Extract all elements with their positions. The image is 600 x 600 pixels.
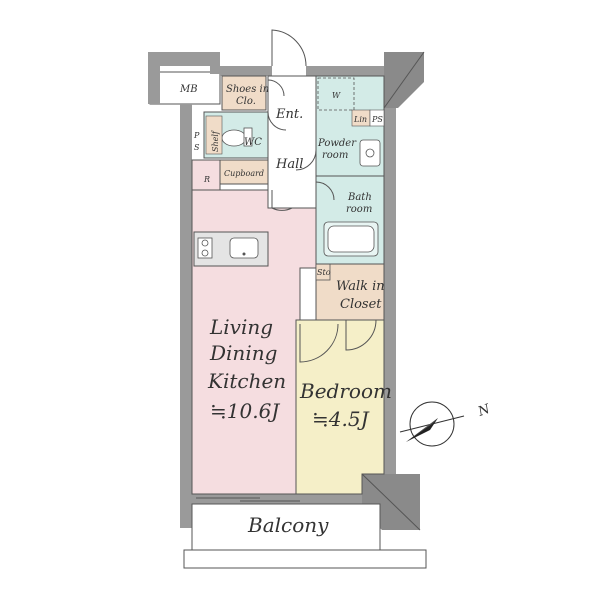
label-powder-2: room [322, 150, 348, 161]
balcony-area [191, 503, 381, 551]
label-balcony: Balcony [247, 513, 329, 537]
label-bath: Bath [347, 192, 372, 203]
r-box [191, 159, 221, 191]
entrance-door [271, 29, 307, 67]
label-ps-left-2: S [194, 143, 200, 152]
hall-area [267, 75, 317, 209]
ldk-door [271, 190, 293, 211]
label-hall: Hall [275, 157, 303, 172]
label-ldk-3: Kitchen [207, 369, 286, 393]
sink-icon [229, 237, 259, 259]
label-bath-2: room [346, 204, 372, 215]
label-sto: Sto [317, 268, 331, 277]
label-w: W [332, 91, 341, 100]
label-ps-left: P [193, 131, 200, 140]
powder-door [295, 149, 317, 171]
label-ps-top: PS [371, 115, 383, 124]
wc-shelf [205, 115, 223, 155]
doors [196, 29, 377, 502]
wc-door [267, 111, 287, 131]
label-powder: Powder [317, 138, 357, 149]
label-r: R [203, 175, 210, 184]
ps-box-top [369, 109, 385, 127]
label-walkin-2: Closet [340, 297, 382, 312]
label-shoes: Shoes in [226, 84, 269, 95]
label-lin: Lin [353, 115, 367, 124]
walkin-door [345, 319, 377, 351]
labels: MB Shoes in Clo. Ent. W Lin PS WC Shelf … [179, 84, 392, 537]
bath-door [315, 181, 335, 201]
compass-circle [409, 401, 455, 447]
fixtures [193, 77, 385, 321]
cupboard-box [219, 159, 271, 185]
label-wc: WC [244, 137, 262, 148]
washer-box [317, 77, 355, 111]
shoes-closet [221, 75, 267, 111]
label-ent: Ent. [275, 107, 303, 122]
label-bedroom: Bedroom [299, 379, 392, 403]
bedroom-door [299, 323, 339, 363]
label-ldk-2: Dining [209, 341, 277, 365]
label-bedroom-area: ≒4.5J [312, 407, 370, 431]
label-ldk-area: ≒10.6J [210, 399, 280, 423]
compass-n: N [475, 402, 492, 421]
compass: N [399, 401, 493, 447]
shoe-door [267, 79, 285, 97]
label-ldk-1: Living [209, 315, 273, 339]
stove-icon [197, 237, 213, 259]
label-shelf: Shelf [211, 129, 220, 152]
label-shoes-2: Clo. [236, 96, 256, 107]
label-walkin: Walk in [336, 279, 385, 294]
label-cupboard: Cupboard [224, 169, 264, 178]
toilet-icon [221, 129, 247, 147]
label-mb: MB [179, 84, 198, 95]
washbasin-icon [359, 139, 381, 167]
mb-box [149, 71, 221, 105]
